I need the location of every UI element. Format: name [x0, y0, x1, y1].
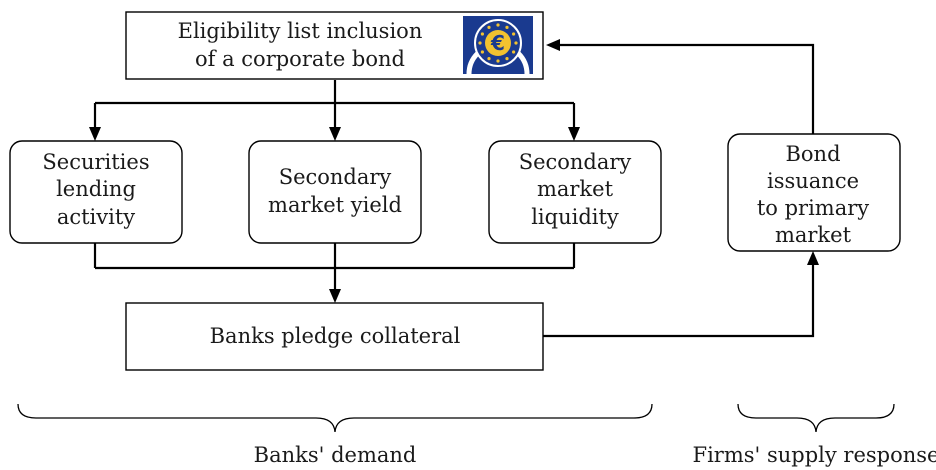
arrowhead-liquidity — [568, 127, 580, 141]
arrowhead-issuance — [807, 251, 819, 265]
arrowhead-collateral — [329, 289, 341, 303]
node-liquidity-line-3: liquidity — [531, 205, 619, 229]
node-bond-issuance: Bond issuance to primary market — [727, 133, 901, 252]
node-liquidity-line-2: market — [537, 177, 614, 201]
brace-banks-demand: Banks' demand — [17, 403, 653, 467]
node-eligibility: Eligibility list inclusion of a corporat… — [125, 11, 544, 80]
node-secondary-yield: Secondary market yield — [248, 140, 422, 244]
node-lending-line-2: lending — [56, 177, 136, 201]
node-securities-lending: Securities lending activity — [9, 140, 183, 244]
node-issuance-line-4: market — [775, 223, 852, 247]
node-liquidity-line-1: Secondary — [519, 150, 632, 174]
node-yield-line-2: market yield — [268, 193, 402, 217]
arrowhead-eligibility — [546, 39, 560, 51]
node-bank-collateral: Banks pledge collateral — [125, 302, 544, 371]
arrowhead-lending — [89, 127, 101, 141]
node-lending-line-1: Securities — [42, 150, 149, 174]
ecb-stars-icon — [478, 23, 518, 63]
node-issuance-line-2: issuance — [767, 169, 859, 193]
brace-firms-supply-label: Firms' supply response — [693, 443, 936, 467]
node-yield-line-1: Secondary — [279, 165, 392, 189]
node-secondary-liquidity: Secondary market liquidity — [488, 140, 662, 244]
node-collateral-line-1: Banks pledge collateral — [210, 324, 461, 348]
brace-banks-demand-label: Banks' demand — [254, 443, 417, 467]
node-lending-line-3: activity — [57, 205, 135, 229]
ecb-euro-logo-icon: € — [463, 16, 533, 75]
node-eligibility-line-2: of a corporate bond — [195, 47, 405, 71]
edges — [89, 39, 819, 338]
node-eligibility-line-1: Eligibility list inclusion — [178, 19, 423, 43]
edge-collateral-to-issuance — [543, 262, 815, 338]
brace-firms-supply: Firms' supply response — [693, 403, 936, 467]
svg-text:€: € — [490, 31, 505, 55]
arrowhead-yield — [329, 127, 341, 141]
node-issuance-line-1: Bond — [785, 142, 840, 166]
edge-issuance-to-eligibility — [557, 43, 815, 134]
node-issuance-line-3: to primary — [757, 196, 869, 220]
